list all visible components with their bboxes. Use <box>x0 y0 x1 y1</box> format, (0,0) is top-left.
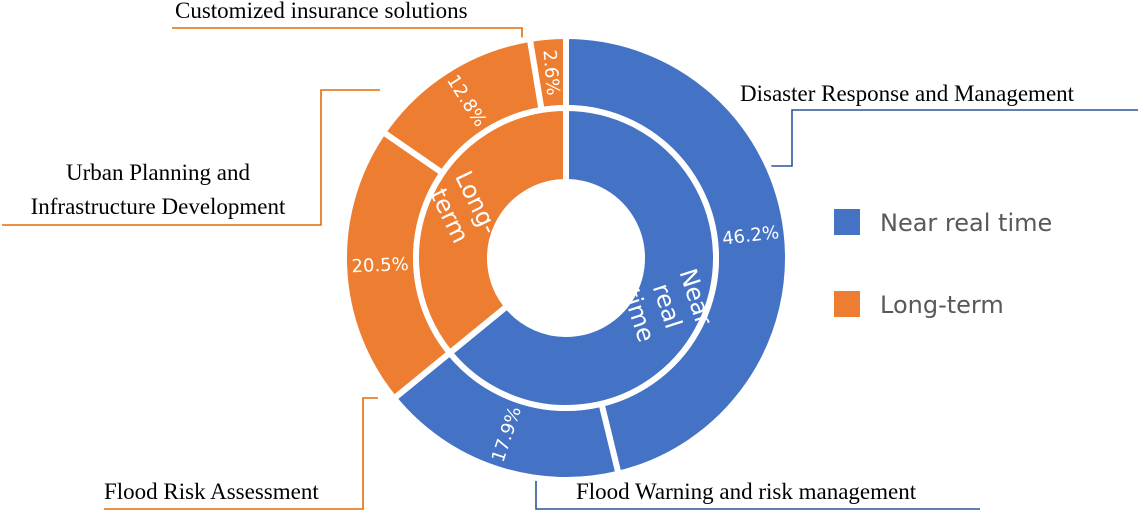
legend-swatch-long-term <box>834 291 860 317</box>
leader-line-flood-risk-assessment <box>104 397 378 510</box>
inner-ring <box>413 104 719 411</box>
value-label-5: 2.6% <box>538 49 563 96</box>
outer-ring <box>341 32 791 483</box>
value-label-3: 20.5% <box>351 254 409 277</box>
inner-slice-near-real-time <box>445 104 719 411</box>
leader-line-urban-planning-and-infrastructure-development <box>2 89 380 226</box>
inner-slice-long-term <box>413 104 569 358</box>
legend-swatch-near-real-time <box>834 209 860 235</box>
leader-line-customized-insurance-solutions <box>172 27 534 44</box>
callout-customized-insurance-solutions: Customized insurance solutions <box>175 0 468 23</box>
legend-label-long-term: Long-term <box>880 291 1004 319</box>
callout-disaster-response-and-management: Disaster Response and Management <box>740 81 1075 106</box>
callout-flood-warning-and-risk-management: Flood Warning and risk management <box>576 479 917 504</box>
leader-line-flood-warning-and-risk-management <box>535 470 980 510</box>
inner-label-near-real-time: Nearrealtime <box>616 265 717 347</box>
legend-label-near-real-time: Near real time <box>880 209 1052 237</box>
leader-line-disaster-response-and-management <box>770 109 1138 167</box>
callout-flood-risk-assessment: Flood Risk Assessment <box>104 479 319 504</box>
